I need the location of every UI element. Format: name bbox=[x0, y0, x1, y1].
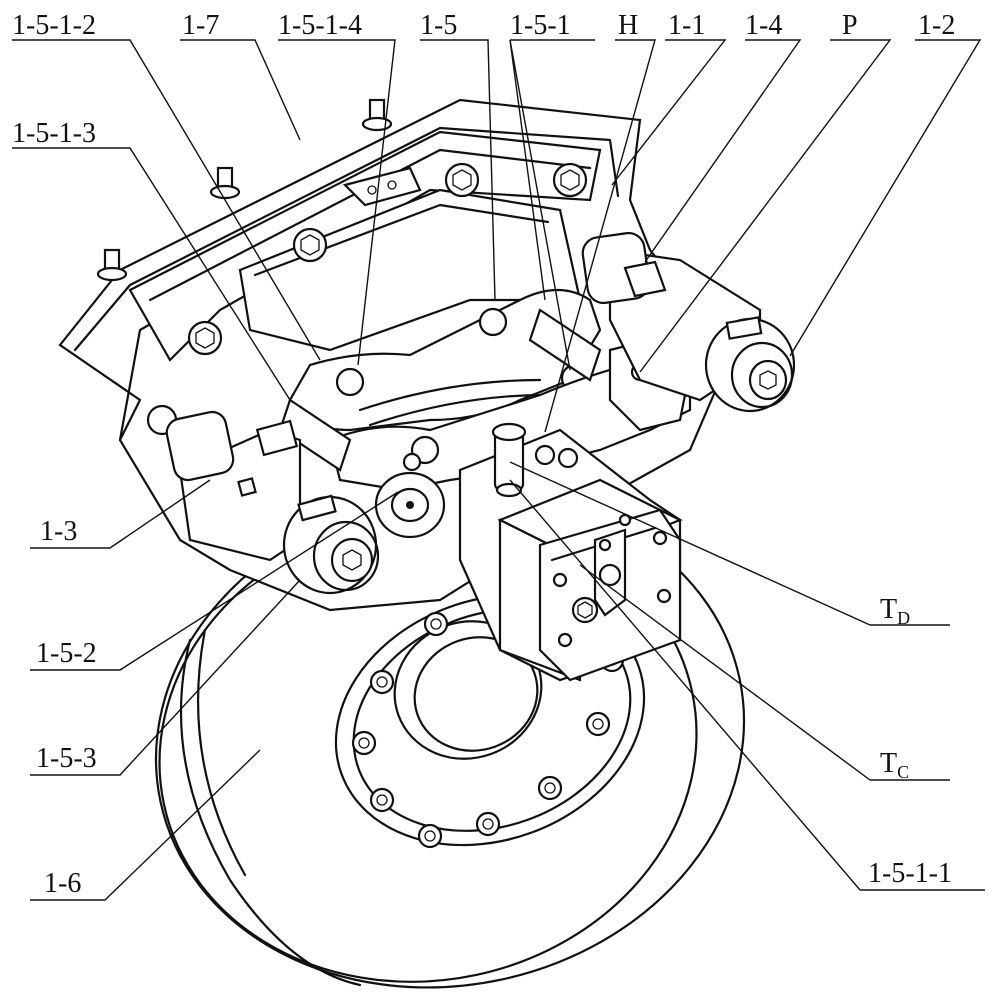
label-1-5-1-2: 1-5-1-2 bbox=[12, 10, 96, 41]
label-P: P bbox=[842, 10, 858, 41]
label-1-5-1: 1-5-1 bbox=[510, 10, 571, 41]
label-TD-sub: D bbox=[897, 608, 910, 628]
label-1-7: 1-7 bbox=[182, 10, 219, 41]
label-1-5-2: 1-5-2 bbox=[36, 638, 97, 669]
label-1-5-1-3: 1-5-1-3 bbox=[12, 118, 96, 149]
label-TD-main: T bbox=[880, 594, 897, 625]
label-TC-sub: C bbox=[897, 762, 909, 782]
label-1-5-3: 1-5-3 bbox=[36, 743, 97, 774]
label-1-3: 1-3 bbox=[40, 516, 77, 547]
label-1-5: 1-5 bbox=[420, 10, 457, 41]
label-1-4: 1-4 bbox=[745, 10, 782, 41]
label-TC: TC bbox=[880, 748, 909, 782]
label-1-5-1-1: 1-5-1-1 bbox=[868, 858, 952, 889]
label-1-1: 1-1 bbox=[668, 10, 705, 41]
label-H: H bbox=[618, 10, 638, 41]
label-TD: TD bbox=[880, 594, 910, 628]
label-1-2: 1-2 bbox=[918, 10, 955, 41]
label-TC-main: T bbox=[880, 748, 897, 779]
label-1-5-1-4: 1-5-1-4 bbox=[278, 10, 362, 41]
label-1-6: 1-6 bbox=[44, 868, 81, 899]
